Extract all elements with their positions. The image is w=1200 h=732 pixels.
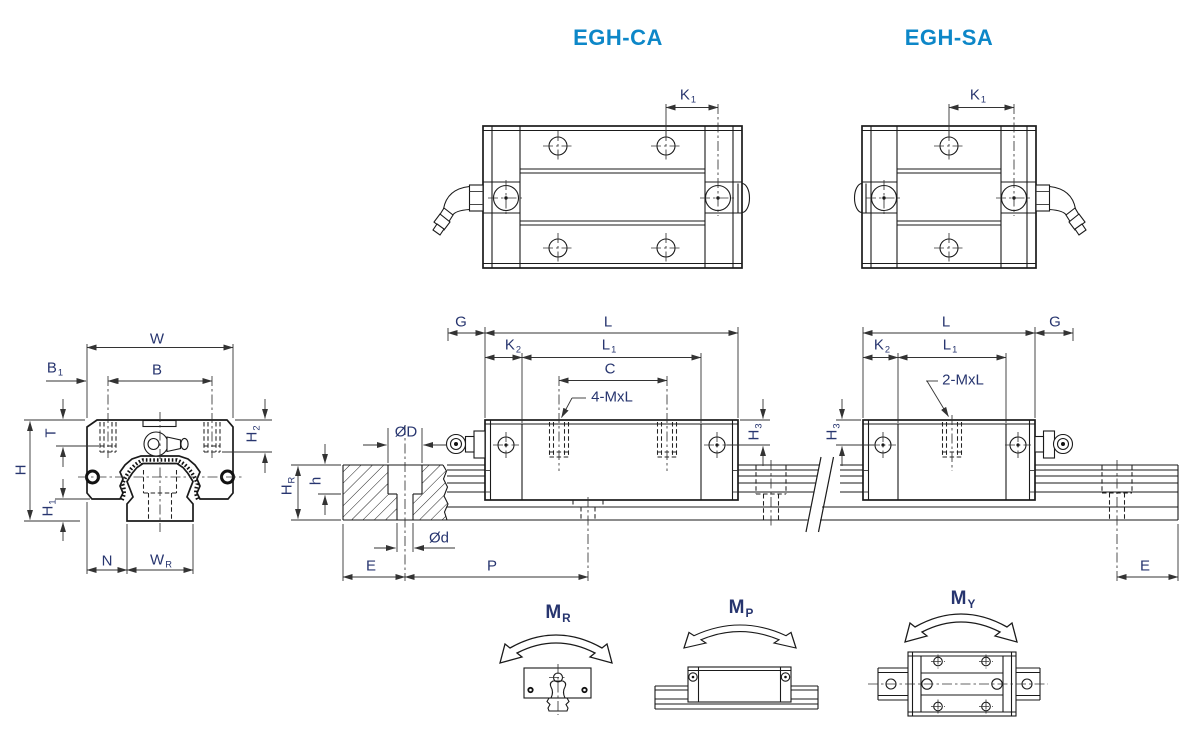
sa-mount-holes — [934, 131, 964, 263]
dim-label-h1: H1 — [39, 499, 58, 517]
dim-label-k2-ca: K2 — [504, 336, 522, 355]
egh-ca-top-view — [432, 104, 751, 269]
moment-my-diagram — [868, 613, 1048, 717]
ca-mount-holes — [543, 131, 681, 263]
moment-mr-diagram — [499, 634, 613, 715]
moment-label-mp: MP — [728, 597, 754, 621]
sa-grease-nipple-side — [1034, 430, 1074, 459]
my-yaw-arrow-icon — [904, 613, 1018, 643]
dim-label-t: T — [42, 428, 60, 438]
moment-label-mr: MR — [545, 602, 571, 626]
dim-label-h3-ca: H3 — [745, 423, 764, 441]
dim-label-l-ca: L — [603, 313, 613, 331]
ca-block-side — [484, 419, 739, 501]
dim-label-w: W — [149, 330, 165, 348]
ca-end-boss — [741, 182, 751, 214]
egh-sa-side-view — [820, 327, 1179, 581]
dim-label-hr: HR — [278, 476, 297, 496]
sa-side-dimensions — [836, 327, 1179, 581]
dim-label-k1-ca: K1 — [679, 86, 697, 105]
sa-grease-nipple-top — [1035, 184, 1087, 236]
ca-side-grease-ports — [488, 180, 736, 216]
rail-bolt-hole-hidden-sa — [1101, 460, 1133, 581]
dim-label-b1: B1 — [46, 359, 64, 378]
front-grease-nipple — [143, 431, 189, 457]
dim-label-l1-ca: L1 — [601, 336, 617, 355]
title-egh-ca: EGH-CA — [573, 25, 663, 50]
mp-block-rail-icon — [654, 666, 819, 710]
front-cross-section-view — [24, 344, 272, 574]
dim-label-g-ca: G — [455, 313, 467, 331]
sa-k1-dimension — [948, 104, 1015, 216]
sa-block-side — [862, 419, 1036, 501]
title-egh-sa: EGH-SA — [904, 25, 994, 50]
dim-label-l1-sa: L1 — [942, 336, 958, 355]
dim-label-h: H — [12, 464, 30, 476]
ca-side-dimensions — [291, 327, 770, 581]
rail-section-hatch-left — [343, 465, 397, 520]
rail-section-hatch-right — [413, 465, 448, 520]
my-block-rail-top-icon — [868, 651, 1048, 717]
dim-label-od-upper: ØD — [394, 423, 418, 441]
ca-thread-holes-hidden — [548, 376, 678, 471]
dim-label-wr: WR — [150, 551, 172, 570]
ca-grease-nipple-top — [432, 184, 484, 236]
dim-label-l-sa: L — [941, 313, 951, 331]
dim-label-h2: H2 — [243, 425, 262, 443]
dim-label-od-lower: Ød — [428, 529, 450, 547]
moment-mp-diagram — [654, 624, 819, 710]
dim-label-k2-sa: K2 — [873, 336, 891, 355]
sa-end-boss — [853, 182, 863, 214]
dim-label-h-lower: h — [307, 476, 325, 486]
dim-label-c: C — [604, 360, 616, 378]
dim-label-g-sa: G — [1049, 313, 1061, 331]
dim-label-e-ca: E — [365, 557, 377, 575]
front-view-dimensions — [24, 344, 272, 574]
dim-label-h3-sa: H3 — [823, 423, 842, 441]
dim-label-b: B — [151, 361, 163, 379]
dim-label-4mxl: 4-MxL — [591, 388, 633, 406]
egh-ca-side-view — [291, 327, 835, 581]
dim-label-p: P — [486, 557, 498, 575]
mr-block-front-icon — [523, 664, 592, 715]
dim-label-k1-sa: K1 — [969, 86, 987, 105]
egh-sa-top-view — [853, 104, 1087, 269]
ca-k1-dimension — [665, 104, 719, 216]
rail-bolt-holes-hidden-ca — [572, 460, 787, 581]
mp-pitch-arrow-icon — [683, 624, 797, 649]
ca-grease-nipple-side — [445, 430, 486, 459]
dim-label-n: N — [101, 552, 113, 570]
rail-break — [805, 456, 834, 533]
dim-label-2mxl: 2-MxL — [942, 371, 984, 389]
dim-label-e-sa: E — [1139, 557, 1151, 575]
sa-thread-hole-hidden — [941, 415, 963, 471]
mr-roll-arrow-icon — [499, 634, 613, 664]
moment-label-my: MY — [950, 588, 976, 612]
sa-side-grease-ports — [866, 180, 1032, 216]
